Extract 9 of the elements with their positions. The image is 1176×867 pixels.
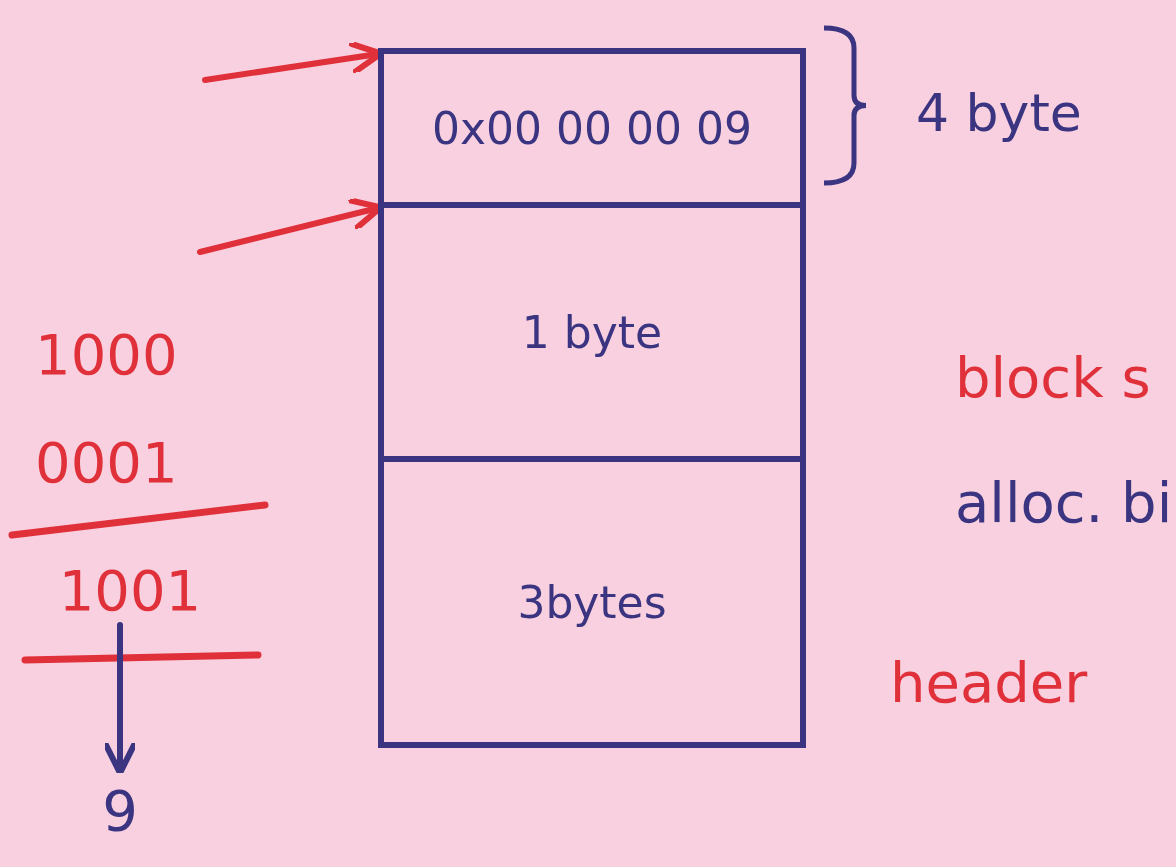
- binary-number: 0001: [35, 430, 178, 495]
- note-text: header: [890, 650, 1088, 715]
- binary-number: 1000: [35, 322, 178, 387]
- note-text: alloc. bi: [955, 470, 1173, 535]
- decimal-number: 9: [80, 770, 160, 850]
- note-text: block s: [955, 345, 1151, 410]
- arrow: [102, 622, 138, 776]
- binary-number: 1001: [20, 555, 240, 625]
- size-note: 4 byte: [916, 83, 1082, 143]
